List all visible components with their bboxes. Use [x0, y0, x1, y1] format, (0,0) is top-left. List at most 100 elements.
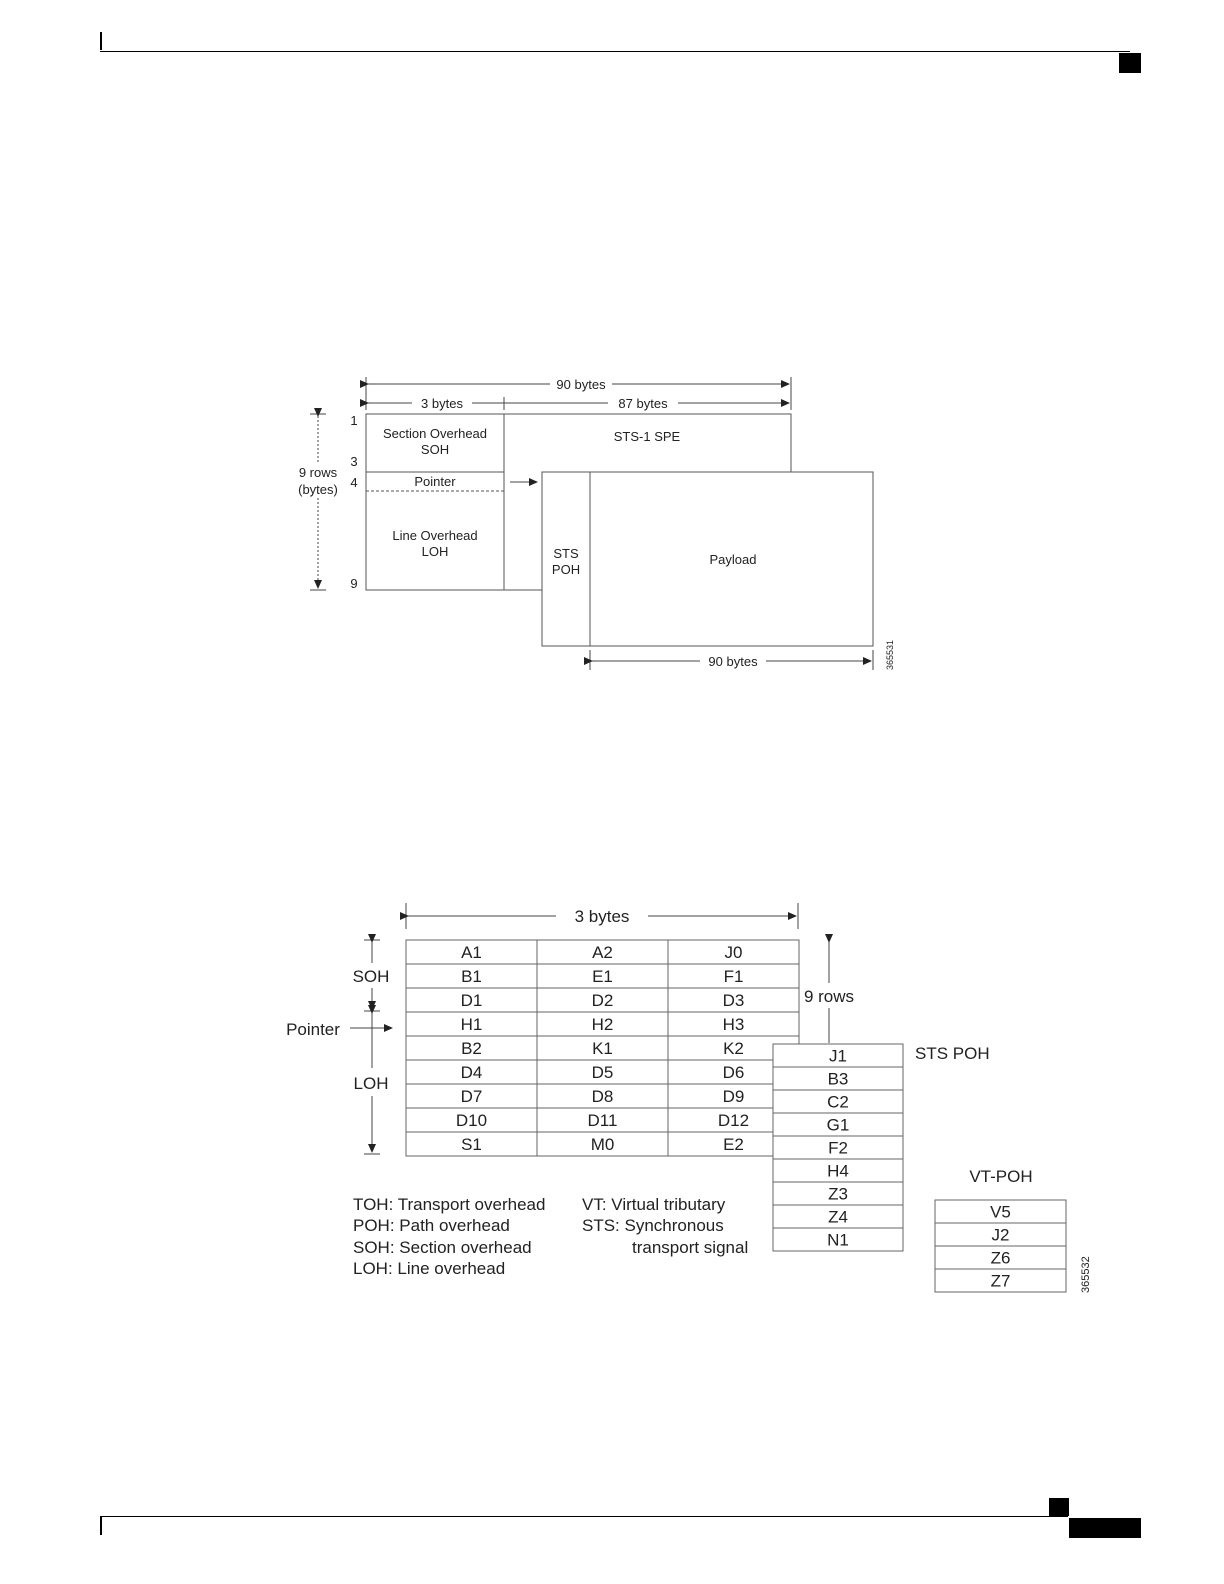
toh-cell	[536, 1059, 669, 1085]
spe-bytes-label: 87 bytes	[618, 396, 668, 411]
loh-label-line2: LOH	[422, 544, 449, 559]
sts-poh-line1: STS	[553, 546, 579, 561]
payload-frame	[541, 471, 874, 647]
pointer-label: Pointer	[414, 474, 456, 489]
sts-poh-byte-z3: Z3	[828, 1185, 848, 1204]
toh-byte-e2: E2	[723, 1135, 744, 1154]
toh-byte-j0: J0	[725, 943, 743, 962]
legend-right-2: transport signal	[632, 1238, 748, 1257]
sts-poh-label: STS POH	[915, 1044, 990, 1063]
toh-cell	[667, 987, 800, 1013]
row-number-4: 4	[350, 475, 357, 490]
toh-byte-k2: K2	[723, 1039, 744, 1058]
soh-label-line2: SOH	[421, 442, 449, 457]
toh-byte-d5: D5	[592, 1063, 614, 1082]
toh-byte-d2: D2	[592, 991, 614, 1010]
toh-byte-h2: H2	[592, 1015, 614, 1034]
width-label: 3 bytes	[575, 907, 630, 926]
rows-label-line1: 9 rows	[299, 465, 338, 480]
sts-poh-byte-c2: C2	[827, 1093, 849, 1112]
vt-poh-byte-j2: J2	[992, 1226, 1010, 1245]
vt-poh-byte-z7: Z7	[991, 1272, 1011, 1291]
loh-label-line1: Line Overhead	[392, 528, 477, 543]
legend-left-1: POH: Path overhead	[353, 1216, 510, 1235]
toh-cell	[667, 1011, 800, 1037]
toh-byte-d11: D11	[588, 1111, 618, 1130]
toh-byte-a1: A1	[461, 943, 482, 962]
toh-byte-b1: B1	[461, 967, 482, 986]
vt-poh-label: VT-POH	[969, 1167, 1032, 1186]
toh-cell	[405, 1011, 538, 1037]
figure1-id: 365531	[885, 640, 895, 670]
toh-byte-d8: D8	[592, 1087, 614, 1106]
rows-label: 9 rows	[804, 987, 854, 1006]
spe-outline-top	[504, 413, 792, 472]
toh-byte-e1: E1	[592, 967, 613, 986]
footer-rule	[100, 1516, 1068, 1517]
toh-byte-d3: D3	[723, 991, 745, 1010]
toh-bytes-label: 3 bytes	[421, 396, 463, 411]
sts-poh-cell	[772, 1227, 904, 1252]
toh-byte-f1: F1	[724, 967, 744, 986]
toh-byte-d4: D4	[461, 1063, 483, 1082]
footer-page-tab	[1069, 1518, 1141, 1538]
payload-label: Payload	[710, 552, 757, 567]
soh-label: SOH	[353, 967, 390, 986]
sts-poh-byte-n1: N1	[827, 1231, 849, 1250]
toh-byte-d7: D7	[461, 1087, 483, 1106]
toh-byte-d9: D9	[723, 1087, 745, 1106]
toh-byte-d10: D10	[456, 1111, 487, 1130]
toh-cell	[405, 1083, 538, 1109]
toh-byte-b2: B2	[461, 1039, 482, 1058]
total-bytes-label: 90 bytes	[556, 377, 606, 392]
row-number-3: 3	[350, 454, 357, 469]
toh-cell	[536, 1011, 669, 1037]
vt-poh-cell	[934, 1268, 1067, 1293]
sts-poh-byte-f2: F2	[828, 1139, 848, 1158]
header-marker	[1119, 53, 1141, 73]
legend-left-3: LOH: Line overhead	[353, 1259, 505, 1278]
toh-byte-m0: M0	[591, 1135, 615, 1154]
row-number-9: 9	[350, 576, 357, 591]
toh-byte-d1: D1	[461, 991, 483, 1010]
toh-byte-d12: D12	[718, 1111, 749, 1130]
transport-overhead-box	[365, 413, 505, 591]
header-tick	[100, 32, 102, 50]
sts-poh-line2: POH	[552, 562, 580, 577]
spe-title: STS-1 SPE	[614, 429, 681, 444]
payload-bytes-label: 90 bytes	[708, 654, 758, 669]
sts1-frame-diagram: 90 bytes 3 bytes 87 bytes 9 rows (bytes)…	[298, 377, 895, 670]
vt-poh-byte-z6: Z6	[991, 1249, 1011, 1268]
toh-cell	[405, 1131, 538, 1157]
footer-marker	[1049, 1498, 1069, 1516]
toh-cell	[405, 987, 538, 1013]
toh-byte-d6: D6	[723, 1063, 745, 1082]
loh-label: LOH	[354, 1074, 389, 1093]
vt-poh-byte-v5: V5	[990, 1203, 1011, 1222]
legend-right-0: VT: Virtual tributary	[582, 1195, 726, 1214]
legend-left-2: SOH: Section overhead	[353, 1238, 532, 1257]
footer-tick	[100, 1517, 102, 1535]
rows-label-line2: (bytes)	[298, 482, 338, 497]
sts-poh-byte-h4: H4	[827, 1162, 849, 1181]
toh-cell	[667, 963, 800, 989]
toh-byte-s1: S1	[461, 1135, 482, 1154]
sts-poh-byte-b3: B3	[828, 1070, 849, 1089]
soh-label-line1: Section Overhead	[383, 426, 487, 441]
figure2-id: 365532	[1080, 1256, 1092, 1293]
toh-cell	[536, 987, 669, 1013]
toh-byte-k1: K1	[592, 1039, 613, 1058]
toh-byte-a2: A2	[592, 943, 613, 962]
toh-byte-h1: H1	[461, 1015, 483, 1034]
sts-poh-byte-z4: Z4	[828, 1208, 848, 1227]
pointer-label: Pointer	[286, 1020, 340, 1039]
toh-cell	[667, 939, 800, 965]
row-number-1: 1	[350, 413, 357, 428]
toh-byte-h3: H3	[723, 1015, 745, 1034]
legend-left-0: TOH: Transport overhead	[353, 1195, 545, 1214]
legend-right-1: STS: Synchronous	[582, 1216, 724, 1235]
